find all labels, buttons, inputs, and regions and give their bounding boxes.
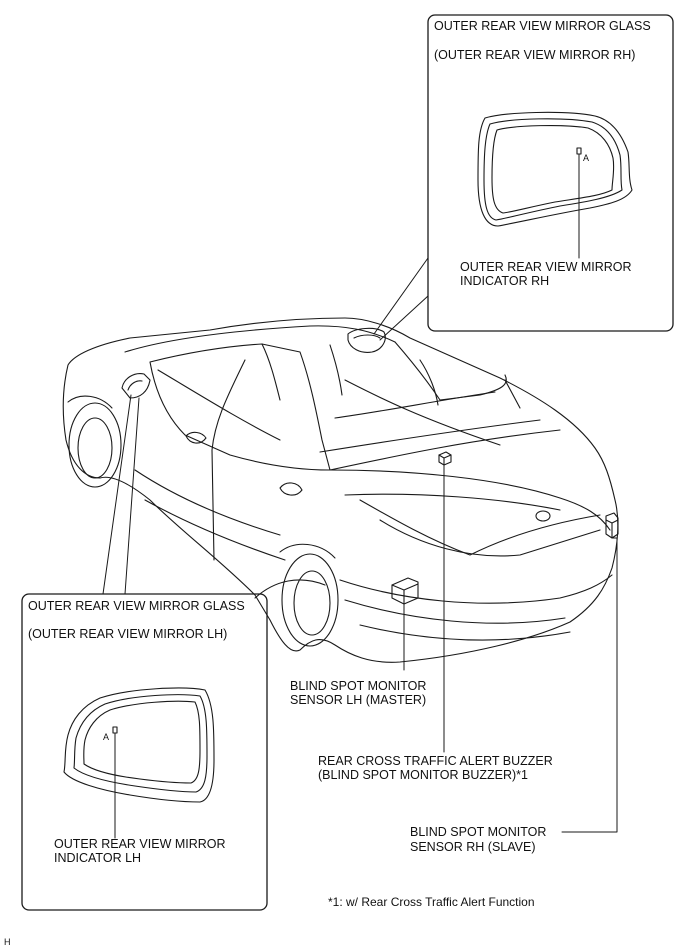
rh-mirror-glass-icon xyxy=(477,111,633,227)
bsm-sensor-rh-icon xyxy=(605,512,619,539)
bsm-lh-label-1: BLIND SPOT MONITOR xyxy=(290,679,427,693)
lh-box-title: OUTER REAR VIEW MIRROR GLASS xyxy=(28,599,245,613)
rh-indicator-label-1: OUTER REAR VIEW MIRROR xyxy=(460,260,632,274)
rh-mirror-callout-box xyxy=(427,14,674,332)
buzzer-icon xyxy=(438,451,452,466)
rh-box-title: OUTER REAR VIEW MIRROR GLASS xyxy=(434,19,651,33)
bsm-lh-label-2: SENSOR LH (MASTER) xyxy=(290,693,427,707)
rh-mirror-mark-a: A xyxy=(583,153,590,163)
buzzer-label-2: (BLIND SPOT MONITOR BUZZER)*1 xyxy=(318,768,528,782)
bsm-sensor-lh-icon xyxy=(391,577,419,605)
lh-mirror-callout-box xyxy=(21,593,268,911)
leader-lines xyxy=(102,257,618,833)
lh-box-subtitle: (OUTER REAR VIEW MIRROR LH) xyxy=(28,627,228,641)
footnote: *1: w/ Rear Cross Traffic Alert Function xyxy=(328,895,535,909)
rh-indicator-label-2: INDICATOR RH xyxy=(460,274,550,288)
rh-box-subtitle: (OUTER REAR VIEW MIRROR RH) xyxy=(434,48,636,62)
buzzer-label-1: REAR CROSS TRAFFIC ALERT BUZZER xyxy=(318,754,553,768)
vehicle-outline xyxy=(62,317,619,663)
lh-mirror-mark-a: A xyxy=(103,732,110,742)
lh-indicator-label-1: OUTER REAR VIEW MIRROR xyxy=(54,837,226,851)
bsm-rh-label-2: SENSOR RH (SLAVE) xyxy=(410,840,536,854)
lh-indicator-label-2: INDICATOR LH xyxy=(54,851,142,865)
bsm-rh-label-1: BLIND SPOT MONITOR xyxy=(410,825,547,839)
lh-mirror-glass-icon xyxy=(63,687,215,803)
corner-mark: H xyxy=(4,937,11,947)
